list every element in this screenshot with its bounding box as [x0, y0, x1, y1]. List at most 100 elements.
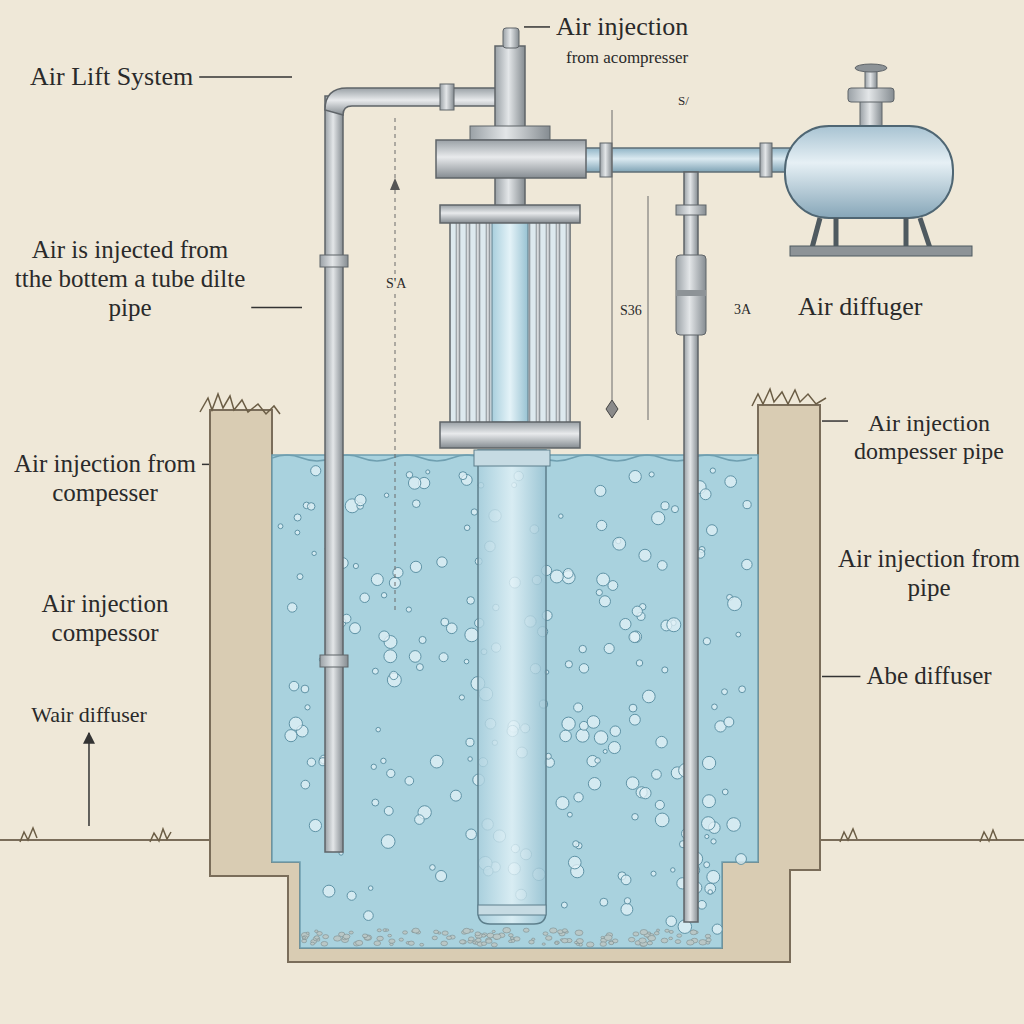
part-label: Air diffuger: [798, 292, 922, 322]
gravel-stone: [705, 934, 710, 938]
air-bubble: [724, 717, 734, 727]
gravel-stone: [403, 931, 408, 934]
air-bubble: [466, 738, 474, 746]
air-bubble: [702, 756, 715, 769]
pipe-flange: [760, 143, 772, 177]
air-bubble: [350, 623, 361, 634]
gravel-stone: [388, 934, 392, 937]
leader-line: [88, 733, 90, 826]
gravel-stone: [313, 936, 319, 940]
air-bubble: [597, 520, 607, 530]
gravel-stone: [503, 927, 511, 932]
pipe-coupling: [320, 255, 348, 267]
leader-line: [524, 26, 550, 28]
air-bubble: [587, 716, 600, 729]
gravel-stone: [386, 929, 389, 931]
air-bubble: [466, 829, 477, 840]
air-bubble: [671, 506, 678, 513]
air-bubble: [409, 651, 421, 663]
air-bubble: [629, 632, 640, 643]
gravel-stone: [562, 929, 567, 933]
air-bubble: [459, 472, 467, 480]
gravel-stone: [356, 940, 363, 945]
gravel-stone: [690, 930, 697, 935]
air-bubble: [562, 717, 575, 730]
gravel-stone: [609, 941, 614, 944]
air-bubble: [588, 778, 600, 790]
air-bubble: [381, 835, 395, 849]
gravel-stone: [463, 928, 470, 933]
gravel-stone: [434, 930, 439, 934]
hand-wheel: [855, 64, 887, 72]
air-bubble: [384, 806, 393, 815]
air-bubble: [640, 787, 651, 798]
cage-bar: [486, 222, 490, 422]
air-bubble: [662, 667, 668, 673]
cage-core: [492, 222, 528, 422]
air-bubble: [651, 871, 656, 876]
gravel-stone: [562, 938, 568, 942]
gravel-stone: [302, 936, 307, 940]
air-bubble: [621, 875, 631, 885]
gravel-stone: [317, 932, 323, 936]
air-bubble: [600, 898, 608, 906]
part-label: Abe diffuser: [838, 662, 1020, 691]
valve-stem: [865, 70, 877, 88]
gravel-stone: [362, 934, 367, 938]
air-bubble: [712, 704, 718, 710]
gravel-stone: [542, 943, 545, 945]
air-bubble: [563, 569, 573, 579]
pipe-flange: [676, 205, 706, 215]
air-bubble: [722, 789, 728, 795]
gravel-stone: [647, 941, 652, 945]
gravel-stone: [343, 934, 350, 939]
air-bubble: [465, 628, 479, 642]
air-bubble: [301, 780, 310, 789]
air-bubble: [603, 749, 607, 753]
gravel-stone: [442, 931, 448, 935]
air-bubble: [743, 501, 751, 509]
gravel-stone: [446, 936, 451, 940]
lift-tube: [478, 450, 546, 924]
air-bubble: [667, 618, 681, 632]
air-bubble: [728, 597, 742, 611]
gravel-stone: [604, 935, 612, 941]
cage-bar: [556, 222, 560, 422]
part-label: from acompresser: [566, 48, 688, 68]
air-bubble: [708, 890, 713, 895]
air-bubble: [471, 509, 477, 515]
air-bubble: [700, 489, 711, 500]
gravel-stone: [377, 936, 383, 941]
cage-bar: [466, 222, 470, 422]
gravel-stone: [677, 934, 682, 937]
gravel-stone: [706, 938, 711, 942]
air-bubble: [285, 730, 297, 742]
air-bubble: [620, 618, 631, 629]
part-label: Air injection from compesser: [8, 450, 202, 508]
gravel-stone: [412, 928, 419, 933]
air-bubble: [408, 477, 420, 489]
air-bubble: [368, 886, 373, 891]
air-bubble: [661, 502, 669, 510]
air-bubble: [309, 819, 321, 831]
gravel-stone: [587, 942, 594, 947]
air-bubble: [415, 815, 425, 825]
leader-line: [822, 420, 848, 422]
part-label: Air injection from pipe: [838, 545, 1020, 603]
gravel-stone: [468, 937, 474, 941]
manifold: [436, 140, 586, 178]
air-bubble: [711, 839, 716, 844]
gravel-stone: [374, 941, 381, 946]
air-bubble: [390, 671, 398, 679]
dimension-mark: 3A: [732, 302, 753, 318]
gravel-stone: [529, 940, 534, 944]
air-bubble: [550, 570, 563, 583]
air-bubble: [459, 695, 464, 700]
air-bubble: [437, 557, 447, 567]
air-bubble: [360, 593, 369, 602]
dimension-line: [648, 196, 649, 420]
gravel-stone: [600, 942, 606, 947]
air-bubble: [613, 537, 626, 550]
air-bubble: [594, 731, 608, 745]
